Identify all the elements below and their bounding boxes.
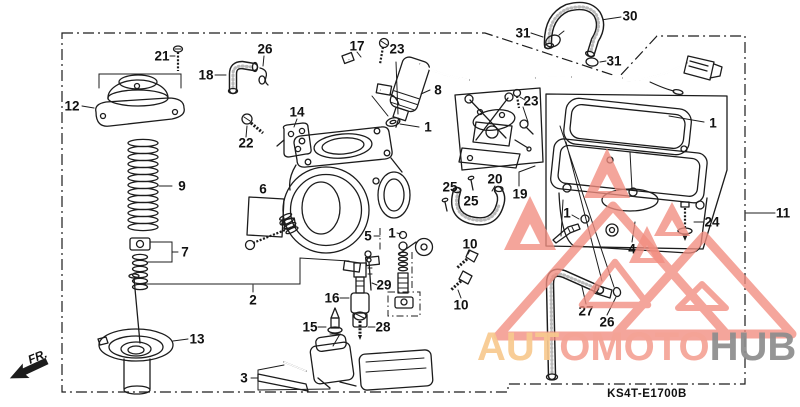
part-label-8-10: 8 [434, 82, 442, 98]
part-label-1-19: 1 [388, 225, 396, 241]
part-label-13-20: 13 [189, 331, 205, 347]
part-label-1-11: 1 [424, 119, 432, 135]
part-label-20-27: 20 [487, 171, 503, 187]
part-28-screw [353, 311, 367, 340]
watermark-segment-1: OMOTO [559, 325, 710, 369]
part-label-25-29: 25 [463, 193, 479, 209]
part-label-29-15: 29 [376, 277, 392, 293]
fr-arrow: FR. [9, 347, 49, 379]
part-label-22-7: 22 [238, 135, 254, 151]
part-3-heater [257, 333, 434, 392]
part-30-hose [543, 1, 605, 58]
part-label-24-34: 24 [704, 214, 720, 230]
part-24-bolt [677, 201, 693, 241]
part-label-5-18: 5 [364, 228, 372, 244]
part-label-21-0: 21 [154, 48, 170, 64]
part-label-26-1: 26 [257, 41, 273, 57]
part-label-4-35: 4 [628, 241, 636, 257]
part-15-valve [327, 307, 343, 347]
part-label-27-37: 27 [578, 303, 594, 319]
pump-box [454, 87, 544, 171]
part-2-needle [128, 273, 141, 344]
part-label-18-2: 18 [198, 67, 214, 83]
part-16-holder [350, 262, 370, 328]
part-8-boot [385, 56, 431, 128]
part-label-1-33: 1 [563, 205, 571, 221]
part-label-23-9: 23 [389, 41, 405, 57]
part-label-15-16: 15 [302, 319, 318, 335]
part-7-nut-spring [129, 237, 151, 291]
part-13-diaphragm [97, 328, 174, 395]
part-label-11-36: 11 [775, 205, 791, 221]
watermark-text: AUTOMOTOHUB [477, 327, 796, 367]
part-label-14-6: 14 [289, 104, 305, 120]
part-18-hose [227, 60, 259, 95]
part-label-10-30: 10 [462, 236, 478, 252]
watermark-segment-0: AUT [477, 325, 560, 369]
part-label-17-8: 17 [349, 38, 365, 54]
watermark-segment-2: HUB [709, 325, 797, 369]
part-label-10-31: 10 [453, 297, 469, 313]
diagram-code: KS4T-E1700B [607, 388, 687, 400]
part-9-spring [127, 138, 159, 232]
jet-column [394, 230, 414, 309]
part-label-1-32: 1 [709, 115, 717, 131]
part-label-16-14: 16 [324, 290, 340, 306]
part-label-31-23: 31 [515, 25, 531, 41]
part-label-31-24: 31 [606, 53, 622, 69]
part-31-clips [545, 30, 599, 67]
part-label-23-25: 23 [523, 93, 539, 109]
part-label-30-22: 30 [622, 8, 638, 24]
part-21-screw [172, 45, 184, 71]
part-label-19-26: 19 [512, 186, 528, 202]
part-label-3-21: 3 [240, 370, 248, 386]
fr-text: FR. [26, 347, 49, 367]
part-26-clip-top [258, 67, 269, 86]
part-10-bolts [449, 249, 479, 292]
diagram-border [61, 32, 746, 393]
part-29-needle [366, 257, 373, 291]
screw-set-box [246, 196, 285, 238]
part-label-9-4: 9 [178, 178, 186, 194]
throttle-cable [419, 55, 723, 96]
part-label-6-12: 6 [259, 181, 267, 197]
part-label-12-3: 12 [64, 98, 80, 114]
part-23-screw-top [378, 37, 390, 65]
jet-group-dashdot [379, 228, 421, 317]
part-label-28-17: 28 [375, 319, 391, 335]
part-label-2-13: 2 [249, 292, 257, 308]
pump-assembly [458, 88, 534, 169]
part-label-7-5: 7 [181, 244, 189, 260]
carburetor-body [279, 126, 434, 273]
part-25-pins [441, 175, 475, 212]
part-22-bolt [241, 113, 264, 135]
part-label-25-28: 25 [442, 179, 458, 195]
part-12-cover [95, 74, 185, 127]
